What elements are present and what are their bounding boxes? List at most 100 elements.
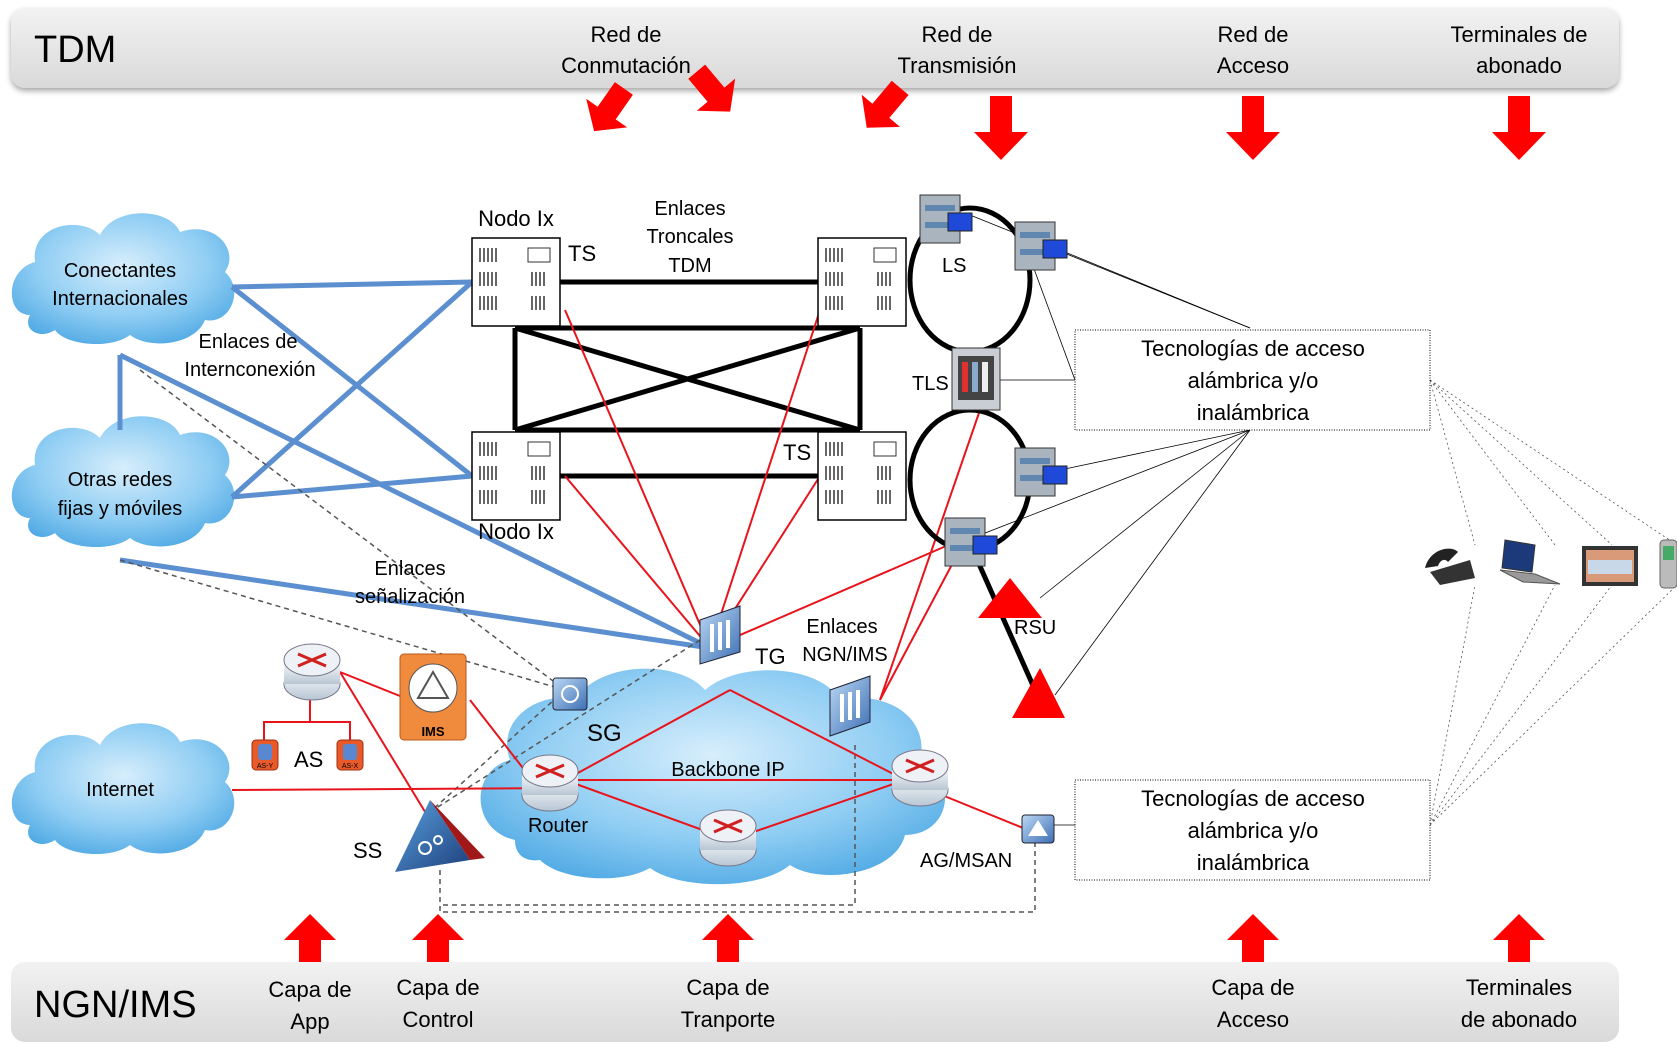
arrow-down-icon [974,96,1028,160]
tdm-bar: TDM Red de Conmutación Red de Transmisió… [11,8,1619,88]
terminal-dotted-links [1429,379,1677,826]
switch-rack-top-right[interactable] [817,237,907,327]
layer-acceso-ngn-l2: Acceso [1217,1007,1289,1032]
arrow-down-icon [1492,96,1546,160]
arrow-up-icon [1493,914,1545,962]
router-icon [521,754,579,812]
terminal-laptop[interactable] [1499,539,1561,585]
rsu-label: RSU [1014,617,1056,639]
sg-label: SG [587,720,622,747]
cloud-conectantes-l2: Internacionales [52,288,188,310]
router-icon [699,809,757,867]
interconexion-l2: Internconexión [184,359,315,381]
terminal-mobile[interactable] [1659,539,1677,589]
layer-terminales-l2: abonado [1476,53,1562,78]
server-icon [944,517,998,567]
ls-top[interactable] [919,194,973,244]
terminal-phone[interactable] [1425,548,1475,585]
layer-acceso-ngn-l1: Capa de [1211,975,1294,1000]
ims-server[interactable]: IMS [399,653,467,741]
interconexion-l1: Enlaces de [199,331,298,353]
ls-label: LS [942,255,966,277]
layer-app-l2: App [290,1009,329,1034]
switch-icon [817,237,907,327]
as-x-server[interactable]: AS-X [336,739,364,771]
app-server-icon [251,739,279,771]
server-rack-icon [951,347,1001,411]
layer-conmutacion-l2: Conmutación [561,53,691,78]
tg-label: TG [755,644,786,669]
router-app[interactable] [283,643,341,701]
laptop-icon [1499,539,1561,585]
arrow-down-icon [861,80,909,128]
router-label: Router [528,815,588,837]
layer-terminales-ngn-l1: Terminales [1466,975,1572,1000]
switch-icon [817,431,907,521]
phone-icon [1425,548,1475,585]
arrow-up-icon [702,914,754,962]
terminal-tv[interactable] [1582,546,1638,586]
interconnection-links [117,279,712,651]
access-top-l3: inalámbrica [1197,400,1310,425]
cloud-otras-redes: Otras redes fijas y móviles [11,416,235,548]
ls-right-top[interactable] [1014,221,1068,271]
layer-transmision-l1: Red de [922,22,993,47]
cloud-internet-label: Internet [86,779,154,801]
as-y-server[interactable]: AS-Y [251,739,279,771]
ngn-links-l1: Enlaces [806,616,877,638]
tdm-title: TDM [34,29,116,71]
as-x-label: AS-X [342,763,359,770]
as-label: AS [294,747,323,772]
nodo-ix-top-label: Nodo Ix [478,206,554,231]
top-arrows [586,64,1546,160]
ims-label: IMS [421,724,444,739]
ts-left-label: TS [568,241,596,266]
ss-label: SS [353,838,382,863]
ls-bottom[interactable] [944,517,998,567]
switch-icon [471,431,561,521]
ims-icon [399,653,467,741]
bottom-arrows [284,914,1545,962]
troncales-l2: Troncales [646,226,733,248]
sg-gateway[interactable] [552,677,588,711]
cloud-backbone-label: Backbone IP [671,759,784,781]
mobile-icon [1659,539,1677,589]
rsu-triangles [978,578,1065,718]
layer-control-l1: Capa de [396,975,479,1000]
access-thin-links [969,214,1251,826]
diagram-labels: Nodo Ix Nodo Ix TS TS Enlaces Troncales … [184,198,1056,872]
softswitch-icon [395,800,485,872]
ngn-bar: NGN/IMS Capa de App Capa de Control Capa… [11,962,1619,1042]
layer-transmision-l2: Transmisión [898,53,1017,78]
cloud-backbone: Backbone IP [480,668,946,885]
layer-acceso-l2: Acceso [1217,53,1289,78]
cloud-internet: Internet [11,723,235,855]
ag-msan-device[interactable] [1021,814,1055,844]
cloud-conectantes: Conectantes Internacionales [11,213,235,345]
layer-conmutacion-l1: Red de [591,22,662,47]
router-icon [283,643,341,701]
router-bottom[interactable] [699,809,757,867]
access-bottom-l1: Tecnologías de acceso [1141,786,1365,811]
server-icon [1014,447,1068,497]
ngn-gateway[interactable] [829,675,871,737]
softswitch[interactable] [395,800,485,872]
switch-icon [471,237,561,327]
router-right[interactable] [891,749,949,807]
signalling-gateway-icon [552,677,588,711]
tls-equipment[interactable] [951,347,1001,411]
gateway-icon [829,675,871,737]
ag-msan-label: AG/MSAN [920,850,1012,872]
senalizacion-l1: Enlaces [374,558,445,580]
nodo-ix-bottom-label: Nodo Ix [478,519,554,544]
access-top-l1: Tecnologías de acceso [1141,336,1365,361]
tg-gateway[interactable] [699,605,741,665]
router-sg[interactable] [521,754,579,812]
ls-right-bottom[interactable] [1014,447,1068,497]
switch-rack-bottom-left[interactable] [471,431,561,521]
switch-rack-bottom-right[interactable] [817,431,907,521]
switch-rack-top-left[interactable] [471,237,561,327]
app-server-icon [336,739,364,771]
arrow-down-icon [586,82,633,132]
